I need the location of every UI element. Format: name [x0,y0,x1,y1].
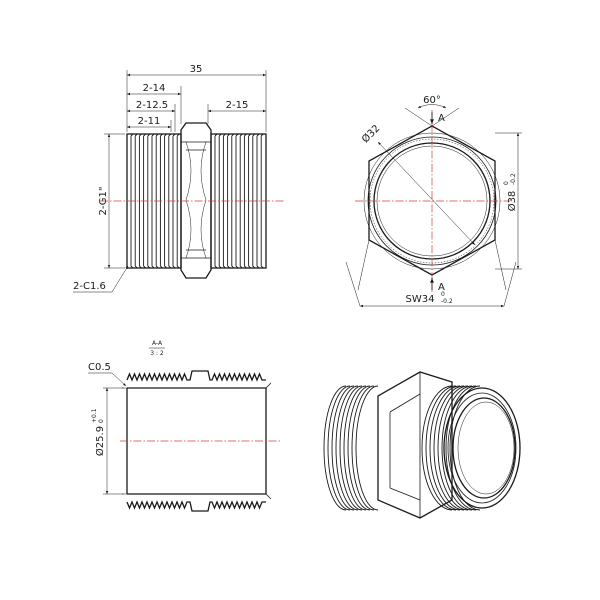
across-flats-tol-lower: -0.2 [441,298,453,305]
iso-thread-ring [335,385,359,511]
angle-label: 60° [423,95,441,106]
iso-thread-ring [327,385,351,511]
thread-ridge [143,133,146,269]
iso-bore [452,397,516,499]
dim-thread-len: 2-14 [127,83,182,124]
thread-ridge [151,133,155,269]
section-chamfer-label: C0.5 [88,362,111,373]
thread-ridge [159,133,163,269]
thread-ridge [130,133,134,269]
section-upper-wall [126,370,266,382]
iso-thread-ring [421,385,453,511]
dia-outer-tol-lower: -0.2 [510,173,517,185]
iso-thread-ring [347,385,371,511]
thread-ridge [256,133,260,269]
thread-ridge [218,133,222,269]
section-mark-bottom: A [438,282,445,293]
section-title: A-A [152,340,163,347]
iso-thread-ring [351,385,375,511]
dim-thread-short-label: 2-11 [138,116,161,127]
thread-ridge [138,133,142,269]
thread-ridge [172,133,176,269]
bore-tol-upper: +0.1 [91,408,98,423]
dim-thread-len-label: 2-14 [143,83,166,94]
isometric-view [323,371,521,519]
iso-thread-ring [437,385,469,511]
dim-overall-label: 35 [190,64,203,75]
thread-ridge [176,133,180,269]
across-flats-label: SW34 [406,294,435,305]
iso-thread-ring [331,385,355,511]
iso-thread-ring [355,385,379,511]
left-thread-body [126,133,182,269]
thread-ridge [222,133,226,269]
dim-thread-mid-label: 2-12.5 [136,100,168,111]
dim-thread-dia: 2-G1" [98,133,125,269]
thread-ridge [231,133,235,269]
dim-right-label: 2-15 [226,100,249,111]
dia-outer-label: Ø38 [506,191,518,212]
thread-ridge [147,133,151,269]
section-scale: 3 : 2 [150,350,164,357]
thread-dia-label: 2-G1" [98,186,109,215]
thread-ridge [260,133,264,269]
thread-ridge [235,133,239,269]
thread-ridge [239,133,243,269]
dia-inner-label: Ø32 [359,122,382,145]
dim-right: 2-15 [207,100,266,124]
iso-front-outer [443,387,521,509]
bore-label: Ø25.9 [94,426,106,456]
section-lower-wall [126,500,266,512]
thread-ridge [168,133,172,269]
side-view: 35 2-14 2-12.5 2-11 2-15 2-G1" [73,64,285,293]
dim-thread-mid: 2-12.5 [127,100,176,132]
thread-ridge [155,133,159,269]
thread-ridge [227,133,230,269]
iso-thread-ring [445,385,477,511]
section-view: A-A 3 : 2 C0.5 Ø25.9 +0.1 0 [88,340,280,512]
dia-inner-leader [377,141,476,246]
iso-thread-ring [343,385,367,511]
iso-thread-ring [339,385,363,511]
across-flats-tol-upper: 0 [441,291,445,298]
dim-thread-short: 2-11 [127,116,172,132]
chamfer-label: 2-C1.6 [73,281,106,292]
dim-overall: 35 [126,64,267,132]
section-mark-top: A [438,113,445,124]
iso-thread-ring [323,385,347,511]
thread-ridge [248,133,251,269]
iso-bore-inner [457,401,515,495]
iso-thread-ring [425,385,457,511]
chamfer-callout: 2-C1.6 [73,265,129,293]
dia-outer-tol-upper: 0 [503,181,510,185]
thread-ridge [134,133,138,269]
iso-thread-ring [433,385,465,511]
bore-tol-lower: 0 [98,419,105,423]
thread-ridge [243,133,247,269]
end-view: Ø32 60° A A Ø38 0 -0.2 SW34 0 -0.2 [345,95,522,308]
iso-thread-ring [441,385,473,511]
iso-front-chamfer [447,392,517,504]
thread-ridge [214,133,218,269]
thread-ridge [164,133,167,269]
hex-nut [180,122,212,279]
iso-thread-ring [429,385,461,511]
thread-ridge [252,133,256,269]
